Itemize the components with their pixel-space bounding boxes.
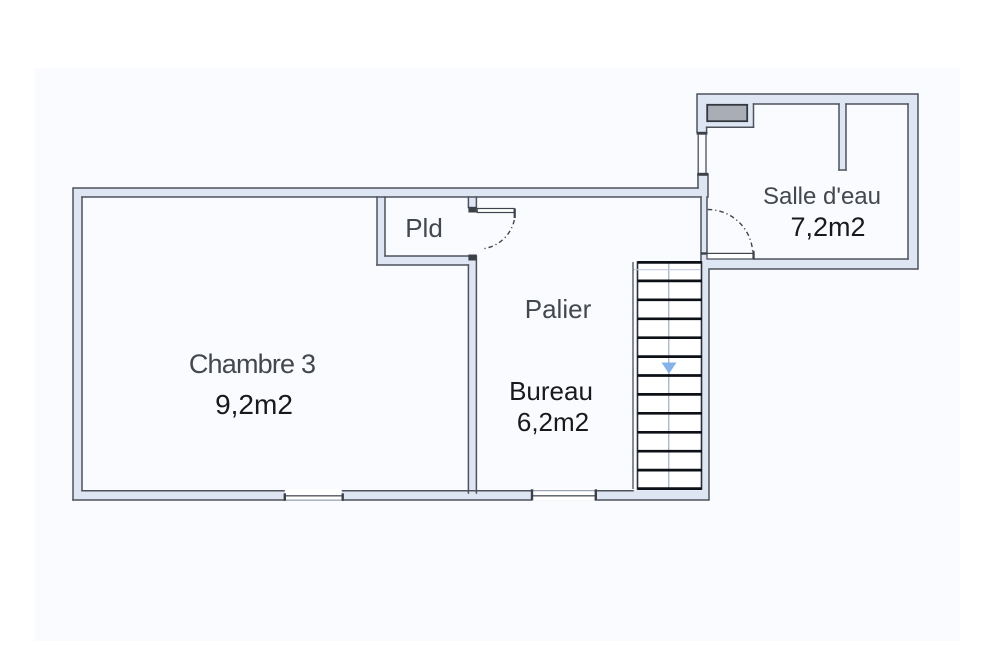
svg-text:Bureau: Bureau xyxy=(509,376,593,406)
svg-text:Pld: Pld xyxy=(405,213,443,243)
svg-text:Salle d'eau: Salle d'eau xyxy=(763,183,881,210)
svg-text:6,2m2: 6,2m2 xyxy=(517,407,589,437)
svg-text:Palier: Palier xyxy=(525,294,592,324)
svg-text:9,2m2: 9,2m2 xyxy=(215,389,293,420)
svg-text:Chambre 3: Chambre 3 xyxy=(189,349,315,379)
svg-text:7,2m2: 7,2m2 xyxy=(790,212,865,242)
